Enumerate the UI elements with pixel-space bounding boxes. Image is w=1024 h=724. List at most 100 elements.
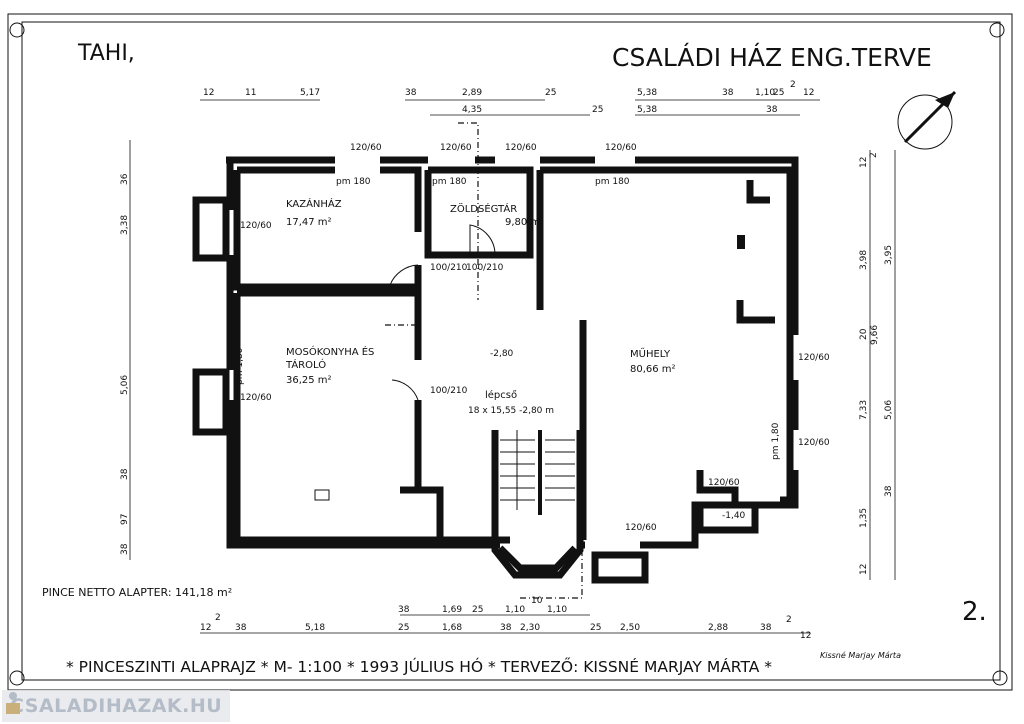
room-area-mosokonyha: 36,25 m² [286, 375, 332, 386]
dim-top: 5,17 [300, 88, 320, 98]
dim-bottom: 12 [800, 631, 811, 641]
dim-bottom: 2 [786, 615, 792, 625]
dim-top: 38 [405, 88, 417, 98]
dim-bottom: 2 [215, 613, 221, 623]
room-name-muhely: MŰHELY [630, 346, 671, 360]
window-label: pm 180 [595, 177, 630, 187]
dim-bottom: 1,10 [547, 605, 567, 615]
room-name-kazanhaz: KAZÁNHÁZ [286, 197, 342, 210]
dim-left: 97 [120, 514, 130, 525]
level-entry: -1,40 [722, 511, 746, 521]
dim-right: 7,33 [859, 400, 869, 420]
dim-bottom: 1,10 [505, 605, 525, 615]
level-hall: -2,80 [490, 349, 514, 359]
door-swing [389, 224, 496, 401]
dim-right: 20 [859, 328, 869, 340]
dim-right: 1,35 [859, 508, 869, 528]
dim-bottom: 38 [760, 623, 772, 633]
corner-hole [9, 22, 25, 38]
watermark-logo: CSALADIHAZAK.HU [2, 690, 230, 722]
window-size: 120/60 [350, 143, 382, 153]
door-label: 100/210 [430, 263, 468, 273]
pm-label: pm 1,80 [235, 347, 245, 385]
dim-bottom: 38 [500, 623, 512, 633]
dim-bottom: 1,69 [442, 605, 462, 615]
dim-right: 38 [884, 485, 894, 497]
dim-top: 2,89 [462, 88, 482, 98]
signature: Kissné Marjay Márta [820, 650, 901, 660]
dim-left: 38 [120, 543, 130, 555]
dim-top: 11 [245, 88, 256, 98]
dim-left: 38 [120, 468, 130, 480]
dim-top: 5,38 [637, 88, 657, 98]
window-side-label: 120/60 [240, 393, 272, 403]
dim-left: 3,38 [120, 215, 130, 235]
drawing-title: CSALÁDI HÁZ ENG.TERVE [612, 43, 932, 72]
watermark-text: CSALADIHAZAK.HU [10, 695, 223, 717]
dim-right: 12 [859, 157, 869, 168]
window-side-label: 120/60 [625, 523, 657, 533]
corner-hole [992, 670, 1008, 686]
window-size: 120/60 [505, 143, 537, 153]
dim-right: 5,06 [884, 400, 894, 420]
door-label: 100/210 [430, 386, 468, 396]
dim-top: 12 [803, 88, 814, 98]
room-area-muhely: 80,66 m² [630, 364, 676, 375]
window-side-label: 120/60 [798, 438, 830, 448]
north-arrow-icon [897, 90, 957, 150]
dim-top: 4,35 [462, 105, 482, 115]
corner-hole [989, 22, 1005, 38]
dim-left: 5,06 [120, 375, 130, 395]
dim-bottom: 10 [531, 596, 543, 606]
dim-bottom: 25 [398, 623, 409, 633]
dim-top: 38 [722, 88, 734, 98]
room-area-kazanhaz: 17,47 m² [286, 217, 332, 228]
dim-right: 3,95 [884, 245, 894, 265]
door-label: 100/210 [466, 263, 504, 273]
walls [192, 156, 799, 584]
window-size: 120/60 [605, 143, 637, 153]
window-side-label: 120/60 [798, 353, 830, 363]
sheet-border [7, 13, 1013, 691]
dim-top: 1,10 [755, 88, 775, 98]
room-name-mosokonyha-2: TÁROLÓ [285, 358, 326, 371]
room-name-zoldsegtar: ZÖLDSÉGTÁR [450, 202, 517, 215]
room-name-lepcso: lépcső [485, 389, 517, 401]
room-area-lepcso: 18 x 15,55 -2,80 m [468, 406, 554, 416]
window-side-label: 120/60 [708, 478, 740, 488]
dim-right: 9,66 [870, 325, 880, 345]
dim-left: 36 [120, 173, 130, 185]
dim-top: 2 [790, 80, 796, 90]
dim-right: 3,98 [859, 250, 869, 270]
window-label: pm 180 [336, 177, 371, 187]
dim-right: 2 [869, 152, 879, 158]
dim-top: 12 [203, 88, 214, 98]
dim-right: 12 [859, 564, 869, 575]
stair-treads [500, 430, 575, 515]
dim-bottom: 12 [200, 623, 211, 633]
room-name-mosokonyha: MOSÓKONYHA ÉS [286, 345, 374, 358]
dim-bottom: 5,18 [305, 623, 325, 633]
dim-top: 25 [592, 105, 603, 115]
dimension-lines [129, 99, 896, 634]
section-line [385, 324, 583, 599]
dim-bottom: 1,68 [442, 623, 462, 633]
dim-top: 25 [545, 88, 556, 98]
dim-top: 25 [773, 88, 784, 98]
location-label: TAHI, [77, 41, 135, 66]
room-area-zoldsegtar: 9,80 m² [505, 217, 544, 228]
dim-bottom: 25 [472, 605, 483, 615]
house-logo-icon [6, 692, 20, 714]
net-area-label: PINCE NETTO ALAPTER: 141,18 m² [42, 586, 232, 599]
window-label: pm 180 [432, 177, 467, 187]
inner-border [21, 21, 1001, 681]
dim-bottom: 2,50 [620, 623, 640, 633]
window-size: 120/60 [440, 143, 472, 153]
corner-hole [9, 670, 25, 686]
dim-bottom: 38 [398, 605, 410, 615]
dim-bottom: 25 [590, 623, 601, 633]
dim-bottom: 2,88 [708, 623, 728, 633]
dim-top: 5,38 [637, 105, 657, 115]
sheet-number: 2. [962, 597, 987, 627]
